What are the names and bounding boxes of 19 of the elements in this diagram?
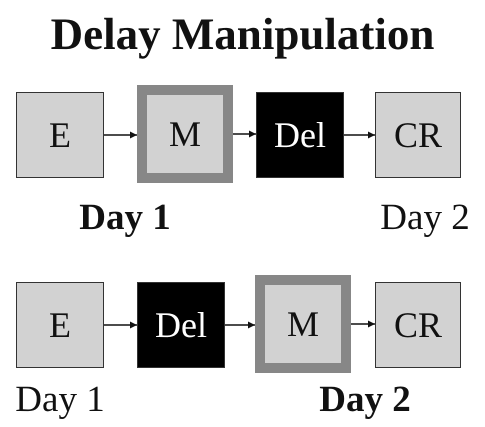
step-box: E [16,282,104,368]
step-box: CR [375,92,461,178]
day-label: Day 2 [319,378,411,421]
arrow [225,322,255,328]
arrow [233,130,256,138]
arrow [104,132,137,138]
day-label: Day 2 [380,196,470,239]
day-label: Day 1 [15,378,105,421]
arrow [104,322,137,328]
step-box: CR [375,282,461,368]
day-label: Day 1 [79,196,171,239]
step-box: M [255,275,351,373]
title: Delay Manipulation [50,8,436,60]
delay-box: Del [256,92,344,178]
arrow [351,320,375,328]
step-box: E [16,92,104,178]
arrow [344,132,375,138]
step-box: M [137,85,233,183]
delay-box: Del [137,282,225,368]
